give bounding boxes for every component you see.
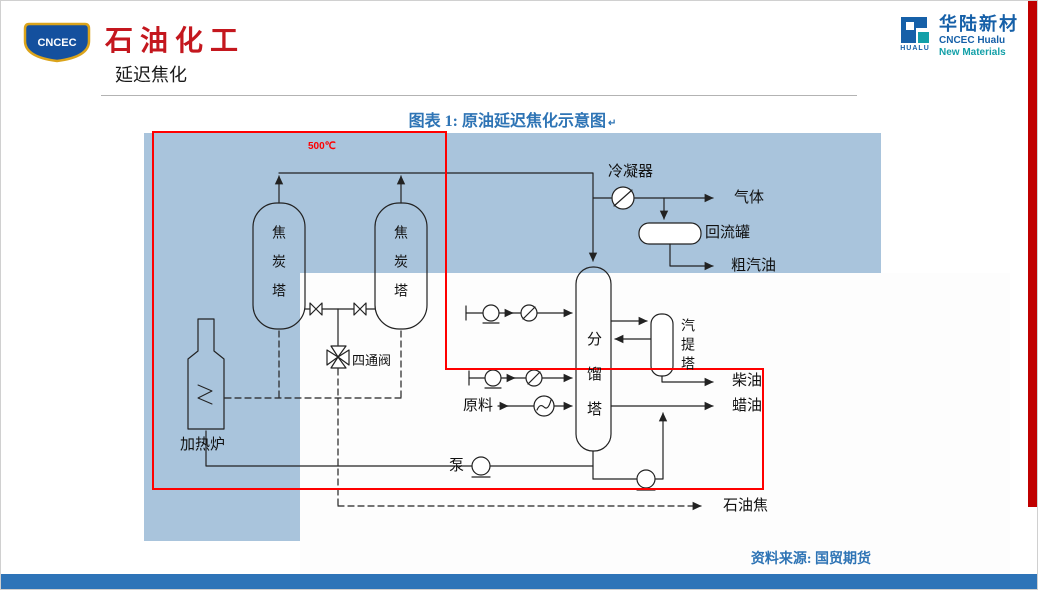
hualu-caption: HUALU bbox=[900, 45, 930, 52]
right-red-bar bbox=[1028, 1, 1037, 507]
brand-name: 石油化工 bbox=[105, 26, 246, 57]
figure-title: 图表 1: 原油延迟焦化示意图↵ bbox=[144, 107, 881, 131]
hualu-subtitle-en: CNCEC Hualu bbox=[939, 34, 1006, 46]
hualu-name: 华陆新材 bbox=[939, 14, 1019, 34]
hualu-icon bbox=[901, 17, 929, 43]
cncec-shield-text: CNCEC bbox=[37, 37, 76, 49]
hualu-logo: HUALU 华陆新材 CNCEC Hualu New Materials bbox=[898, 14, 1019, 59]
bottom-blue-bar bbox=[1, 574, 1037, 589]
cncec-shield-icon: CNCEC bbox=[23, 22, 91, 63]
hualu-icon-wrap: HUALU bbox=[898, 15, 932, 52]
chart-panel bbox=[144, 133, 1010, 589]
figure-title-text: 图表 1: 原油延迟焦化示意图 bbox=[408, 113, 606, 130]
return-mark-icon: ↵ bbox=[607, 118, 617, 129]
title-divider bbox=[101, 95, 857, 96]
page-title: 延迟焦化 bbox=[115, 65, 187, 85]
source-note: 资料来源: 国贸期货 bbox=[750, 552, 871, 567]
diagram-canvas bbox=[300, 273, 1010, 589]
cncec-logo: CNCEC 石油化工 bbox=[21, 21, 245, 63]
hualu-text: 华陆新材 CNCEC Hualu New Materials bbox=[939, 14, 1019, 59]
hualu-subtitle-en2: New Materials bbox=[939, 46, 1006, 58]
